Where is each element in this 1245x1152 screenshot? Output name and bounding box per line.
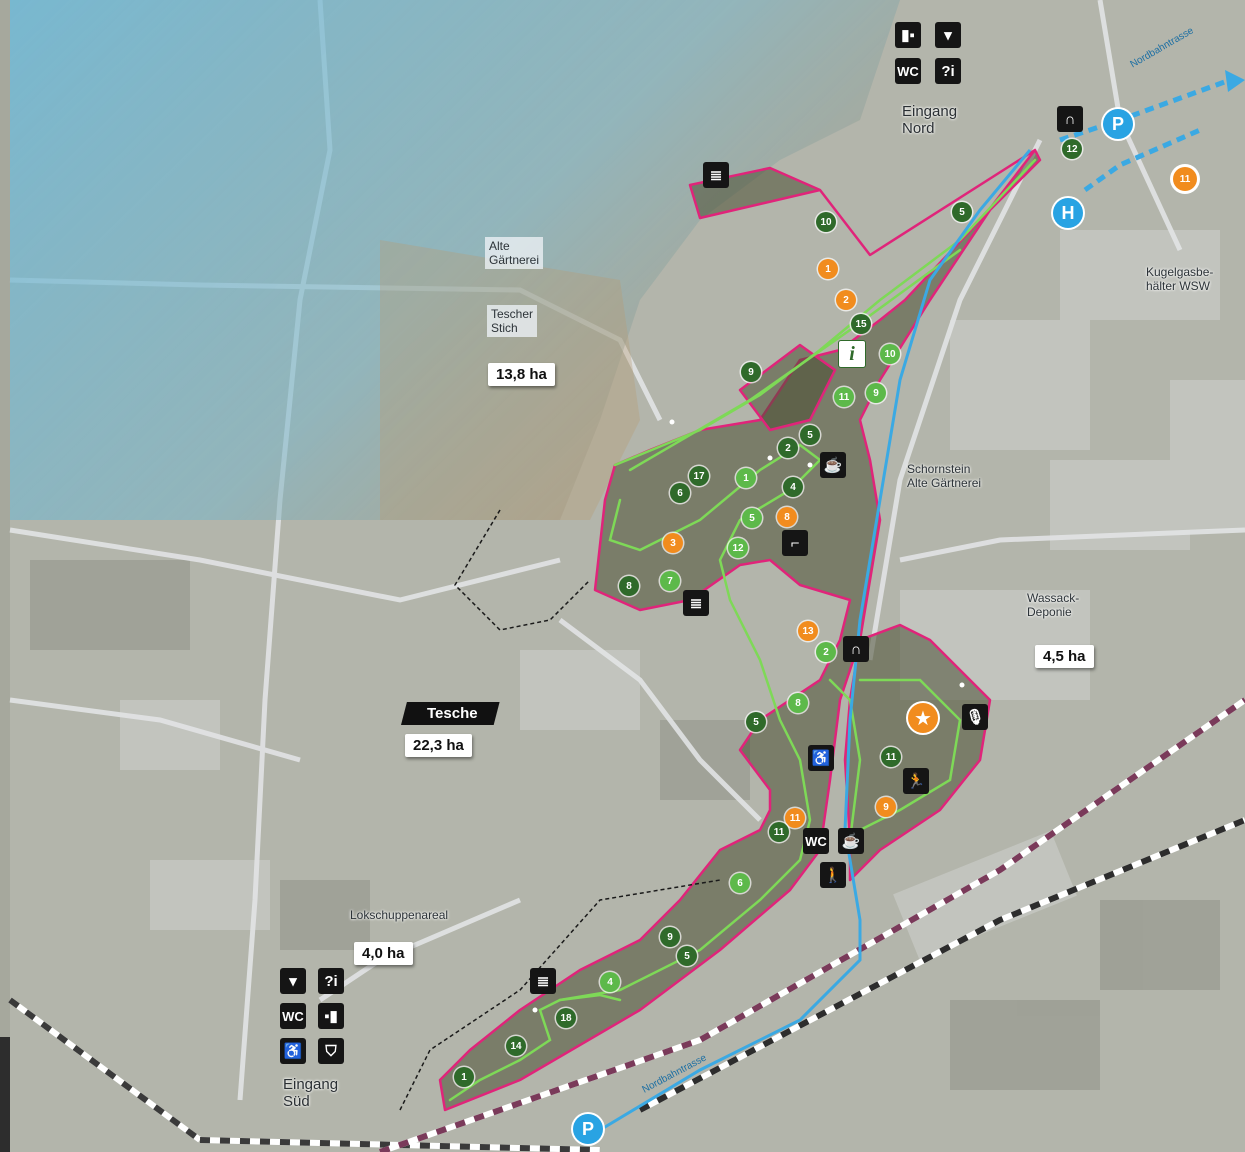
door-icon: ▪▮ [318,1003,344,1029]
poi-marker[interactable]: 8 [619,576,639,596]
viewpoint-icon: ≣ [530,968,556,994]
bike-parking-icon: P [573,1114,603,1144]
label-kugelgasbehaelter: Kugelgasbe-hälter WSW [1146,265,1214,293]
stroller-icon: ♿ [280,1038,306,1064]
poi-marker[interactable]: 4 [783,477,803,497]
area-tesche: 22,3 ha [405,734,472,757]
trash-icon: ▾ [935,22,961,48]
poi-marker[interactable]: 7 [660,571,680,591]
poi-marker[interactable]: 9 [741,362,761,382]
running-icon: 🏃 [903,768,929,794]
area-tesche-name: Tesche [401,702,500,725]
poi-marker[interactable]: 9 [866,383,886,403]
poi-marker[interactable]: 11 [769,822,789,842]
bridge-icon: ∩ [843,636,869,662]
cafe-icon: ☕ [838,828,864,854]
poi-marker[interactable]: 2 [816,642,836,662]
poi-marker[interactable]: 2 [778,438,798,458]
wc-icon: WC [280,1003,306,1029]
poi-marker[interactable]: 8 [777,507,797,527]
poi-marker[interactable]: 1 [454,1067,474,1087]
help-info-icon: ?i [935,58,961,84]
poi-marker[interactable]: 11 [1173,167,1197,191]
wc-icon: WC [803,828,829,854]
poi-marker[interactable]: 1 [736,468,756,488]
wc-icon: WC [895,58,921,84]
poi-marker[interactable]: 4 [600,972,620,992]
hiking-icon: 🚶 [820,862,846,888]
poi-marker[interactable]: 3 [663,533,683,553]
poi-marker[interactable]: 13 [798,621,818,641]
poi-marker[interactable]: 5 [677,946,697,966]
info-glyph: i [950,62,955,80]
help-info-icon: ?i [318,968,344,994]
poi-marker[interactable]: 11 [881,747,901,767]
poi-marker[interactable]: 18 [556,1008,576,1028]
poi-marker[interactable]: 10 [816,212,836,232]
area-lokschuppen: 4,0 ha [354,942,413,965]
poi-marker[interactable]: 6 [730,873,750,893]
poi-marker[interactable]: 8 [788,693,808,713]
poi-marker[interactable]: 5 [746,712,766,732]
poi-marker[interactable]: 5 [800,425,820,445]
poi-marker[interactable]: 6 [670,483,690,503]
trash-icon: ▾ [280,968,306,994]
star-highlight-icon: ★ [908,703,938,733]
area-wassack: 4,5 ha [1035,645,1094,668]
poi-marker[interactable]: 12 [1062,139,1082,159]
poi-marker[interactable]: 1 [818,259,838,279]
area-tescher-stich: 13,8 ha [488,363,555,386]
poi-marker[interactable]: 2 [836,290,856,310]
info-icon: i [838,340,866,368]
poi-marker[interactable]: 5 [952,202,972,222]
viewpoint-icon: ≣ [683,590,709,616]
door-icon: ▮▪ [895,22,921,48]
poi-marker[interactable]: 9 [876,797,896,817]
edge-bar [0,1037,10,1152]
stairs-icon: ⌐ [782,530,808,556]
viewpoint-icon: ≣ [703,162,729,188]
poi-marker[interactable]: 11 [785,808,805,828]
poi-marker[interactable]: 15 [851,314,871,334]
label-lokschuppenareal: Lokschuppenareal [350,908,449,922]
info-glyph: i [333,972,338,990]
wheelchair-icon: ♿ [808,745,834,771]
poi-marker[interactable]: 17 [689,466,709,486]
poi-marker[interactable]: 10 [880,344,900,364]
cafe-icon: ☕ [820,452,846,478]
poi-marker[interactable]: 11 [834,387,854,407]
bridge-icon: ∩ [1057,106,1083,132]
parking-icon: P [1103,109,1133,139]
poi-marker[interactable]: 12 [728,538,748,558]
shopping-bag-icon: ⛉ [318,1038,344,1064]
bus-stop-icon: H [1053,198,1083,228]
poi-marker[interactable]: 9 [660,927,680,947]
label-wassack-deponie: Wassack-Deponie [1027,591,1080,619]
poi-marker[interactable]: 14 [506,1036,526,1056]
poi-marker[interactable]: 5 [742,508,762,528]
microphone-icon: 🎙 [962,704,988,730]
